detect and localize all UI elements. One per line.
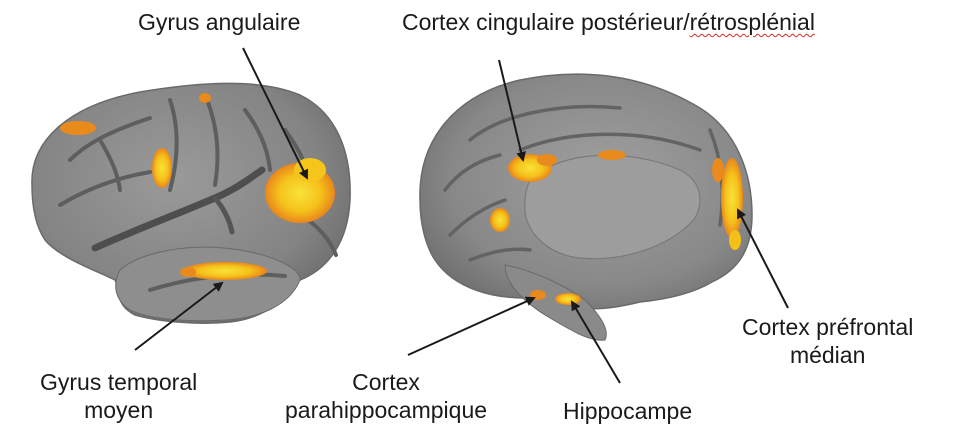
label-parahippocampal: Cortex parahippocampique — [285, 368, 487, 424]
temporal-lobe — [116, 247, 300, 320]
arrow-parahippocampal — [408, 298, 534, 355]
activation-hippocampus — [555, 293, 581, 305]
arrow-medial-prefrontal — [738, 210, 788, 308]
activation-medial-prefrontal — [721, 158, 743, 238]
label-angular-gyrus: Gyrus angulaire — [138, 8, 300, 36]
label-hippocampus: Hippocampe — [563, 397, 692, 425]
label-posterior-cingulate: Cortex cingulaire postérieur/rétrospléni… — [402, 8, 815, 36]
spellcheck-flag: rétrosplénial — [690, 9, 815, 35]
label-medial-prefrontal: Cortex préfrontal médian — [742, 313, 913, 369]
label-middle-temporal: Gyrus temporal moyen — [40, 368, 197, 424]
lateral-hemisphere — [32, 83, 350, 323]
activation-frontal — [152, 148, 172, 188]
medial-hemisphere — [420, 74, 752, 340]
